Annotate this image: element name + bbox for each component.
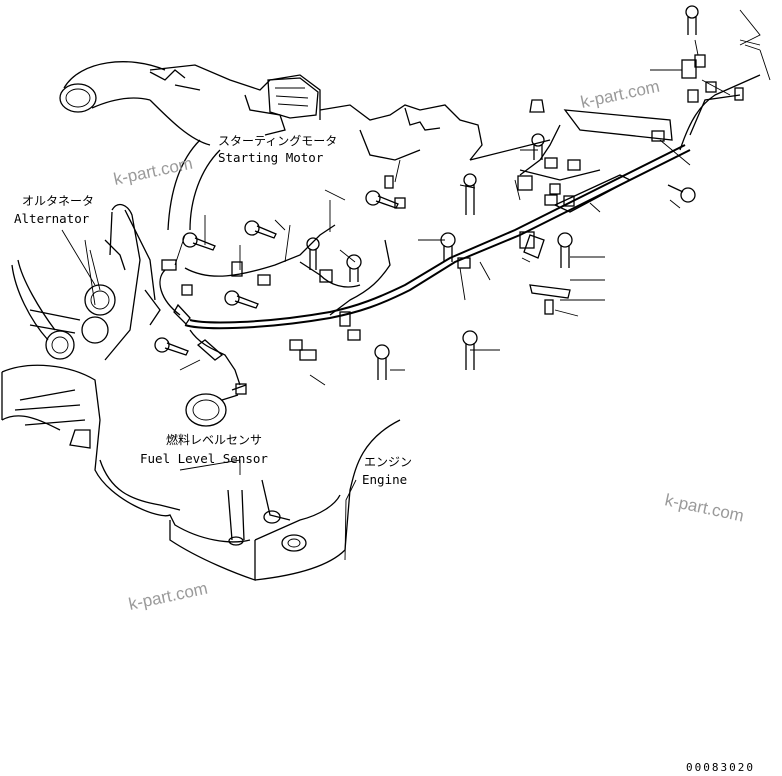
engine-en-label: Engine bbox=[362, 472, 407, 487]
engine-jp-label: エンジン bbox=[364, 455, 412, 469]
drawing-number: 00083020 bbox=[686, 761, 755, 774]
watermark-4: k-part.com bbox=[127, 579, 209, 614]
starting-motor-en-label: Starting Motor bbox=[218, 150, 324, 165]
alternator-arrow bbox=[61, 229, 96, 286]
fuel-level-sensor-jp-label: 燃料レベルセンサ bbox=[166, 432, 262, 447]
watermark-2: k-part.com bbox=[579, 77, 661, 112]
fuel-level-sensor-en-label: Fuel Level Sensor bbox=[140, 451, 268, 466]
alternator-body bbox=[11, 203, 161, 361]
bolts bbox=[154, 5, 699, 380]
fuel-level-sensor-part bbox=[185, 383, 247, 427]
alternator-en-label: Alternator bbox=[14, 211, 90, 226]
engine-upper bbox=[167, 104, 483, 231]
connectors bbox=[161, 54, 744, 361]
engine-outline bbox=[1, 364, 401, 581]
starting-motor-jp-label: スターティングモータ bbox=[218, 134, 337, 148]
intake-pipe bbox=[59, 61, 321, 146]
wiring-harness bbox=[159, 74, 761, 386]
watermark-3: k-part.com bbox=[663, 490, 745, 525]
leader-lines bbox=[84, 9, 771, 561]
alternator-jp-label: オルタネータ bbox=[22, 194, 94, 208]
watermark-1: k-part.com bbox=[112, 154, 194, 189]
drain-pipe bbox=[227, 479, 307, 552]
